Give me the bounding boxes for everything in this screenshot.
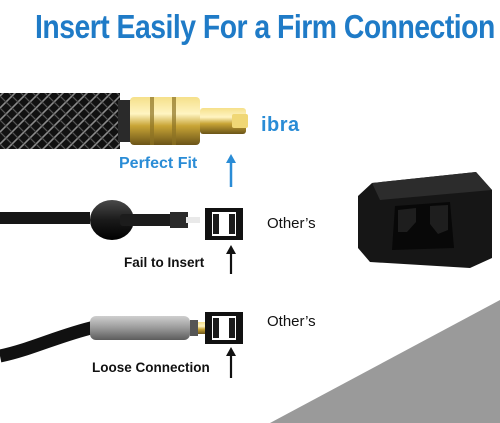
loose-plug-body <box>90 316 190 340</box>
loose-cable <box>0 320 97 363</box>
fail-plug-head <box>90 200 134 240</box>
fail-to-insert-label: Fail to Insert <box>124 255 205 270</box>
others-label-bottom: Other’s <box>267 313 316 330</box>
gold-connector-body <box>130 97 200 145</box>
fail-plug-tip <box>186 217 200 223</box>
fail-plug-arm <box>120 214 184 226</box>
perfect-fit-label: Perfect Fit <box>119 155 198 172</box>
loose-connection-label: Loose Connection <box>92 360 210 375</box>
corner-triangle <box>270 300 500 423</box>
braided-cable <box>0 93 120 149</box>
others-label-top: Other’s <box>267 215 316 232</box>
fail-cable <box>0 212 90 224</box>
headline: Insert Easily For a Firm Connection <box>35 8 495 45</box>
gold-connector-collar <box>118 100 132 142</box>
brand-logo: ibra <box>261 114 300 136</box>
